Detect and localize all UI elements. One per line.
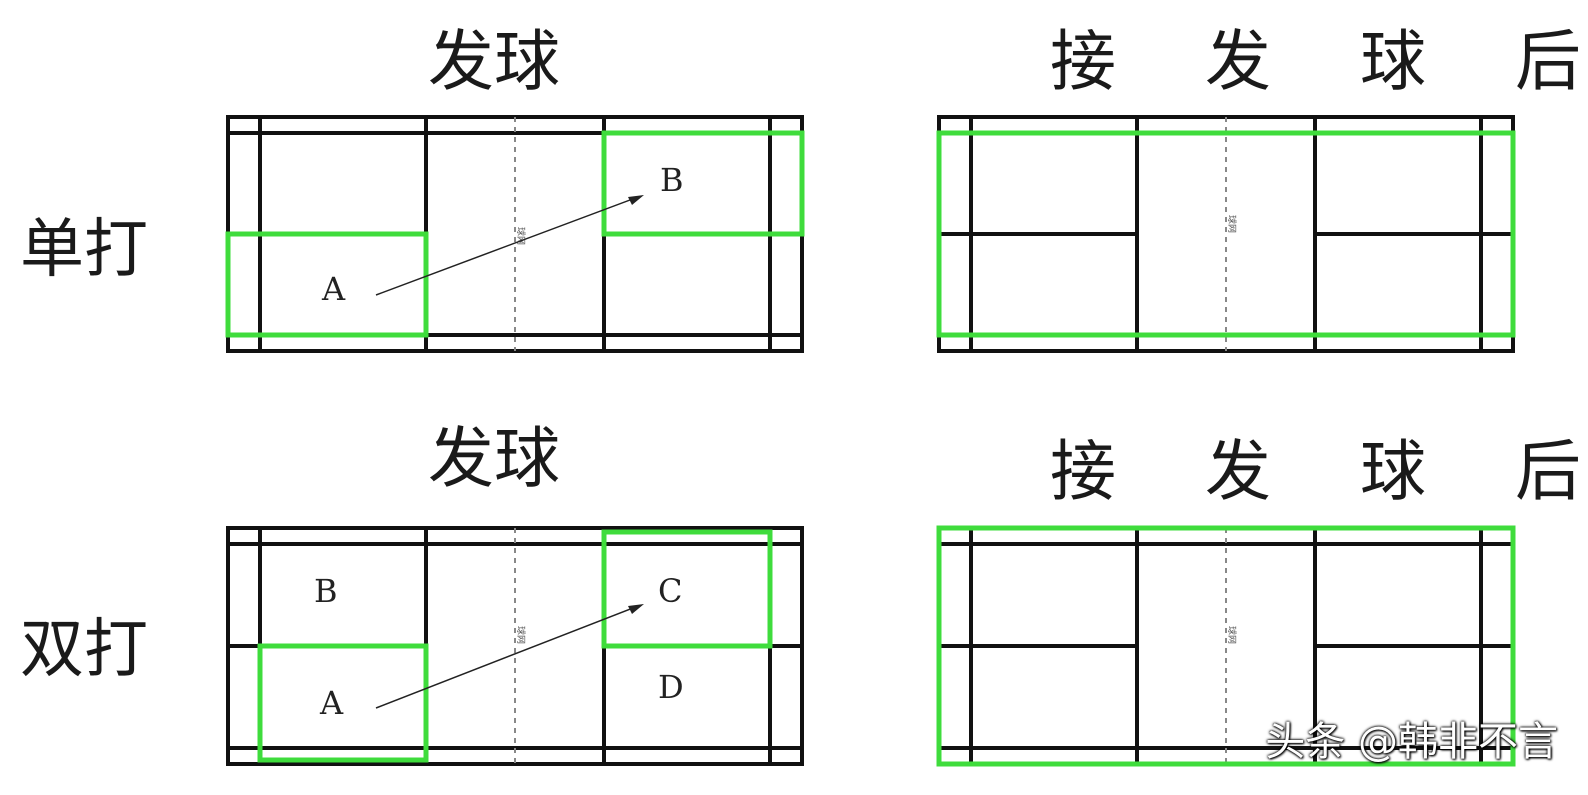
singles-play-zone bbox=[936, 130, 1516, 338]
doubles-serve-title: 发球 bbox=[428, 420, 560, 497]
doubles-after-title: 接 发 球 后 bbox=[1050, 433, 1588, 510]
player-d-label: D bbox=[658, 668, 684, 706]
watermark: 头条 @韩非不言 bbox=[1265, 719, 1558, 765]
player-a-label: A bbox=[321, 270, 346, 308]
net-label: 球网 bbox=[1226, 626, 1238, 644]
singles-after-title: 接 发 球 后 bbox=[1050, 23, 1588, 100]
player-b-label: B bbox=[314, 572, 338, 610]
doubles-row-label: 双打 bbox=[20, 613, 148, 687]
serve-arrow bbox=[375, 196, 639, 296]
doubles-play-zone bbox=[936, 525, 1516, 767]
player-c-label: C bbox=[658, 572, 682, 610]
server-zone bbox=[257, 643, 429, 763]
server-zone bbox=[225, 231, 429, 338]
doubles-serve-court: 球网 B A C D bbox=[226, 526, 804, 766]
player-b-label: B bbox=[660, 161, 684, 199]
singles-row-label: 单打 bbox=[20, 213, 148, 287]
court-lines bbox=[937, 115, 1515, 353]
singles-serve-title: 发球 bbox=[428, 23, 560, 100]
player-a-label: A bbox=[319, 684, 344, 722]
net-label: 球网 bbox=[1226, 215, 1238, 233]
arrow-head bbox=[628, 604, 644, 614]
arrow-head bbox=[628, 195, 644, 205]
net-label: 球网 bbox=[515, 626, 527, 644]
singles-serve-court: 球网 A B bbox=[225, 115, 805, 353]
singles-after-court: 球网 bbox=[936, 115, 1516, 353]
doubles-after-court: 球网 bbox=[936, 525, 1516, 767]
net-label: 球网 bbox=[515, 227, 527, 245]
serve-arrow bbox=[375, 605, 639, 709]
receiver-zone bbox=[601, 130, 805, 237]
receiver-zone bbox=[601, 529, 773, 649]
